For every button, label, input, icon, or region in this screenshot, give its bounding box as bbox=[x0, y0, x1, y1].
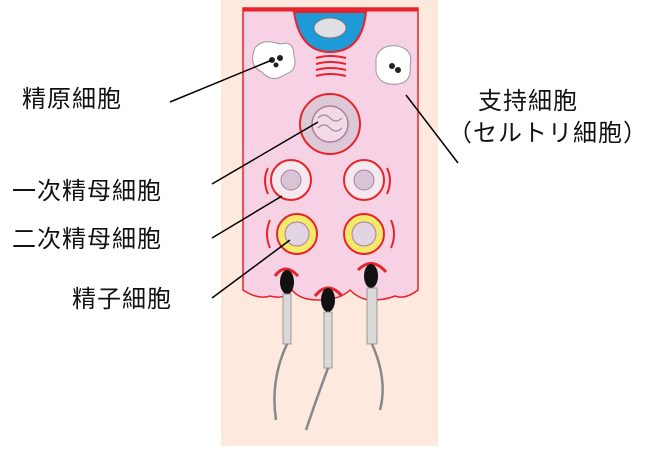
label-primary-spermatocyte: 一次精母細胞 bbox=[12, 178, 162, 206]
label-spermatid: 精子細胞 bbox=[72, 286, 172, 314]
label-spermatogonium: 精原細胞 bbox=[22, 86, 122, 114]
label-sertoli: 支持細胞 bbox=[478, 88, 578, 116]
label-sertoli-alt: （セルトリ細胞） bbox=[448, 120, 648, 148]
spermatogonium-nucleus bbox=[314, 18, 346, 38]
label-secondary-spermatocyte: 二次精母細胞 bbox=[12, 226, 162, 254]
primary-spermatocyte-nucleus bbox=[312, 106, 348, 142]
